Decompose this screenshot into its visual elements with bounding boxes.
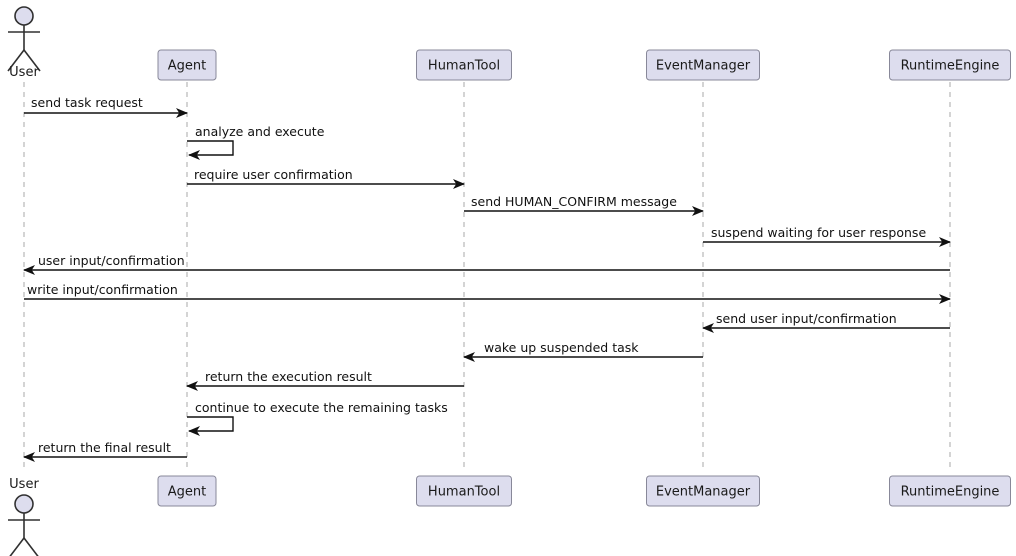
participant-label-eventmanager: EventManager [656,59,751,74]
self-message-path [187,140,234,160]
actor-head-icon [14,6,34,26]
actor-leg-left [7,49,25,72]
messages-group: send task request analyze and execute requ… [23,95,951,462]
message-label: require user confirmation [194,167,353,182]
participant-box[interactable] [646,49,760,81]
participant-label-agent: Agent [168,485,206,500]
participant-box[interactable] [157,49,217,81]
actor-user: User [7,6,41,80]
participants-top-group: User Agent HumanTool EventManager RuntimeEng… [7,6,1011,81]
message-label: send user input/confirmation [716,311,897,326]
message-label: wake up suspended task [484,340,639,355]
participant-humantool[interactable]: HumanTool [416,49,512,81]
message-6-runtimeengine-to-user: user input/confirmation [23,253,950,275]
participant-label-humantool: HumanTool [428,59,500,74]
participant-eventmanager[interactable]: EventManager [646,475,760,507]
message-4-humantool-to-eventmanager: send HUMAN_CONFIRM message [464,194,704,216]
participant-label-humantool: HumanTool [428,485,500,500]
message-label: suspend waiting for user response [711,225,926,240]
participant-label-runtimeengine: RuntimeEngine [901,485,1000,500]
participant-box[interactable] [416,475,512,507]
lifelines-group [23,82,951,472]
participant-humantool[interactable]: HumanTool [416,475,512,507]
self-message-path [187,416,234,436]
message-label: return the execution result [205,369,372,384]
actor-label-user: User [9,477,39,492]
participant-agent[interactable]: Agent [157,49,217,81]
message-10-humantool-to-agent: return the execution result [186,369,464,391]
message-label: write input/confirmation [27,282,178,297]
message-label: analyze and execute [195,124,325,139]
message-label: send task request [31,95,143,110]
message-label: return the final result [38,440,171,455]
participant-agent[interactable]: Agent [157,475,217,507]
participant-box[interactable] [889,475,1011,507]
participant-box[interactable] [157,475,217,507]
message-5-eventmanager-to-runtimeengine: suspend waiting for user response [703,225,951,247]
message-12-agent-to-user: return the final result [23,440,187,462]
actor-label-user: User [9,65,39,80]
participant-box[interactable] [889,49,1011,81]
message-3-agent-to-humantool: require user confirmation [187,167,465,189]
participant-runtimeengine[interactable]: RuntimeEngine [889,49,1011,81]
participant-label-eventmanager: EventManager [656,485,751,500]
message-label: user input/confirmation [38,253,185,268]
message-2-agent-to-agent: analyze and execute [187,124,325,160]
message-1-user-to-agent: send task request [24,95,188,118]
participant-box[interactable] [646,475,760,507]
message-label: send HUMAN_CONFIRM message [471,194,677,209]
message-7-user-to-runtimeengine: write input/confirmation [24,282,951,304]
participant-label-runtimeengine: RuntimeEngine [901,59,1000,74]
message-label: continue to execute the remaining tasks [195,400,448,415]
actor-head-icon [14,494,34,514]
message-11-agent-to-agent: continue to execute the remaining tasks [187,400,448,436]
participant-box[interactable] [416,49,512,81]
actor-user: User [8,477,40,556]
actor-leg-right [23,537,39,556]
participant-label-agent: Agent [168,59,206,74]
participant-eventmanager[interactable]: EventManager [646,49,760,81]
actor-leg-right [23,49,41,72]
participant-runtimeengine[interactable]: RuntimeEngine [889,475,1011,507]
message-9-eventmanager-to-humantool: wake up suspended task [463,340,703,362]
message-8-runtimeengine-to-eventmanager: send user input/confirmation [702,311,950,333]
actor-leg-left [9,537,25,556]
